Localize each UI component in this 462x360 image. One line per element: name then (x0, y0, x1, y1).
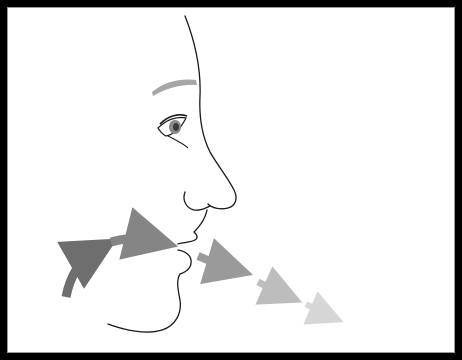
lower-eyelid (168, 136, 188, 148)
eye-icon (158, 115, 188, 148)
breath-out-arrow-icon (198, 256, 230, 268)
inhale-arrows (66, 238, 152, 297)
upper-lip-outline (178, 210, 207, 244)
breath-out-arrow-icon (258, 282, 283, 294)
chin-jaw-outline (108, 274, 180, 332)
face-profile-icon (108, 16, 236, 332)
breath-in-arrow-icon (111, 238, 152, 242)
forehead-nose-outline (185, 16, 236, 209)
lower-lip-outline (178, 250, 191, 274)
breath-out-arrow-icon (306, 304, 327, 315)
exhale-arrows (198, 256, 327, 315)
breath-in-arrow-icon (66, 252, 94, 297)
nostril-outline (184, 192, 210, 210)
eyebrow-shape (152, 80, 197, 97)
eye-pupil (173, 123, 179, 131)
